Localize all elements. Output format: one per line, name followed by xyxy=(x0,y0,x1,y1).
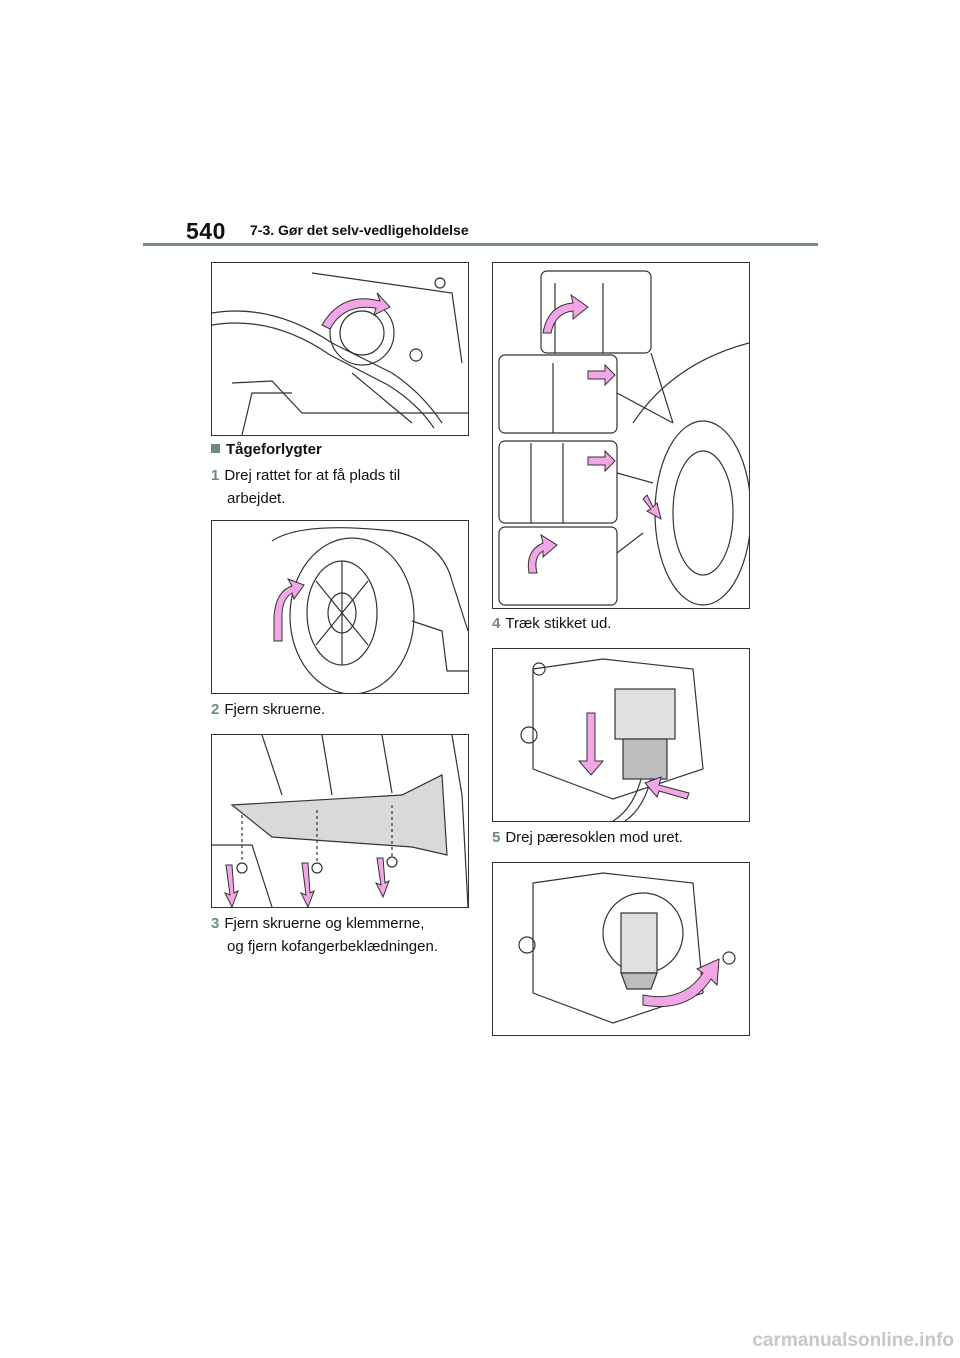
figure-headlight-bulb xyxy=(211,262,469,436)
watermark: carmanualsonline.info xyxy=(752,1330,954,1351)
figure-cover-screws xyxy=(211,734,469,908)
figure-connector-unplug xyxy=(492,648,750,822)
page-number: 540 xyxy=(186,218,226,244)
figure-wheel-turned xyxy=(211,520,469,694)
section-title: 7-3. Gør det selv-vedligeholdelse xyxy=(250,222,469,238)
section-heading: Tågeforlygter xyxy=(211,441,322,458)
figure-fender-clips xyxy=(492,262,750,609)
header-rule xyxy=(143,243,818,246)
figure-bulb-socket-rotate xyxy=(492,862,750,1036)
heading-square-icon xyxy=(211,444,220,453)
